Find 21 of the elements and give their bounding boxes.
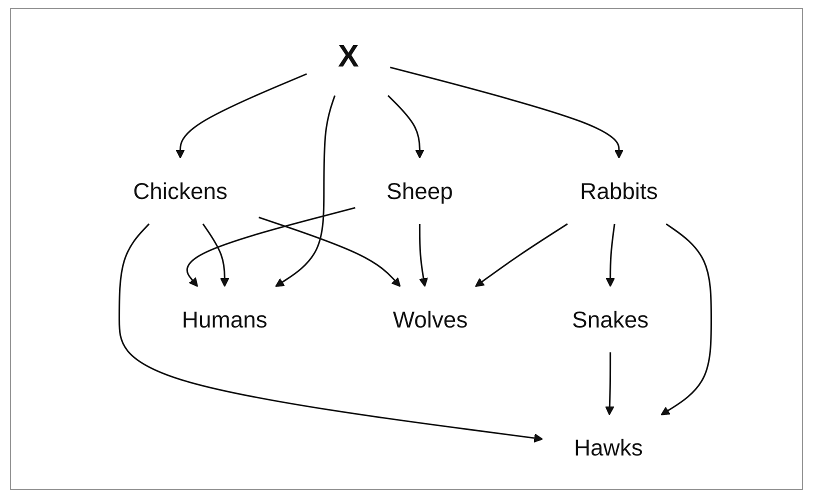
node-text: Wolves — [392, 306, 468, 332]
node-text: Chickens — [133, 178, 228, 204]
arrow — [118, 223, 544, 443]
arrow — [390, 66, 624, 159]
node-text: Rabbits — [580, 178, 658, 204]
arrow — [258, 216, 401, 287]
node-text: Sheep — [386, 178, 453, 204]
arrow — [418, 224, 428, 287]
node-text: Hawks — [574, 434, 643, 461]
arrow — [605, 352, 614, 416]
node-text: X — [338, 39, 359, 74]
arrow — [387, 95, 424, 159]
arrow — [202, 224, 230, 287]
arrow — [606, 224, 616, 287]
node-text: Humans — [182, 306, 268, 332]
arrow — [660, 223, 712, 416]
node-text: Snakes — [572, 306, 649, 332]
arrow — [474, 223, 568, 287]
arrow — [176, 73, 307, 159]
arrow — [275, 95, 336, 287]
arrow — [186, 207, 356, 287]
